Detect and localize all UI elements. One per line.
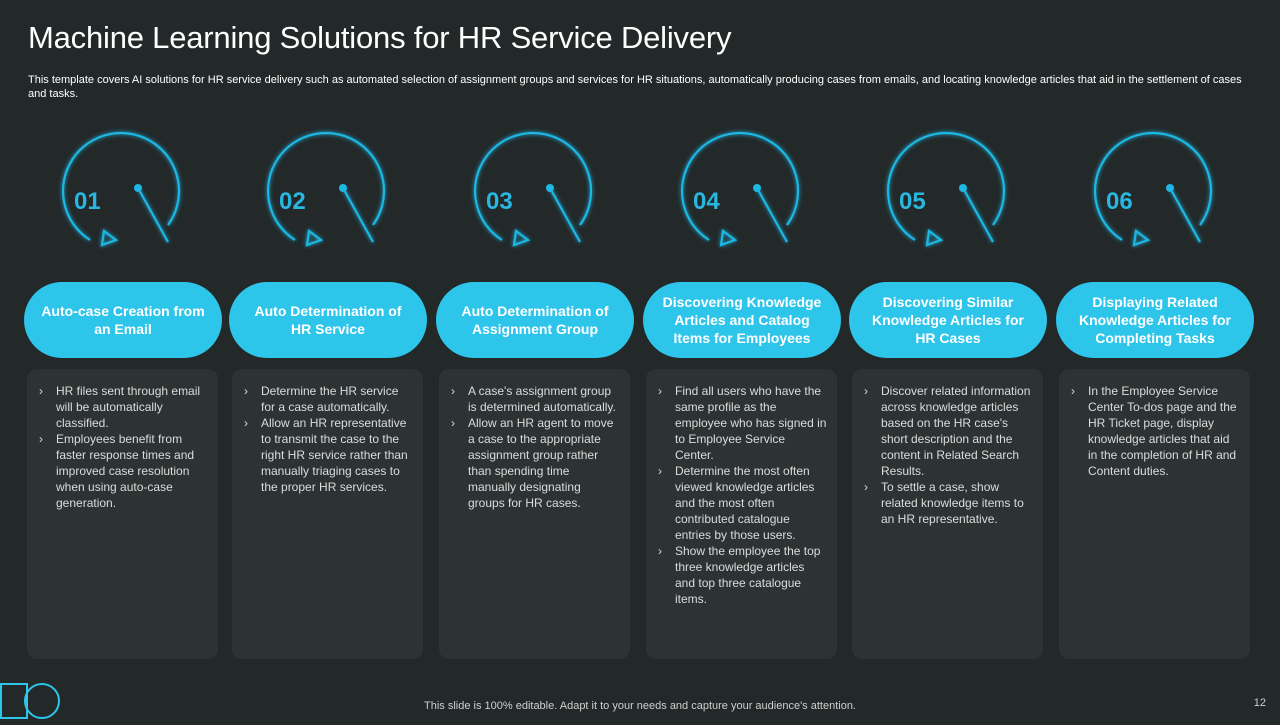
step-number: 04	[693, 188, 720, 215]
step-number: 06	[1106, 188, 1133, 215]
page-number: 12	[1253, 697, 1266, 709]
step-details-card: In the Employee Service Center To-dos pa…	[1059, 369, 1250, 659]
step-column: 06 Displaying Related Knowledge Articles…	[1056, 0, 1254, 720]
step-heading: Discovering Knowledge Articles and Catal…	[662, 294, 822, 346]
step-column: 04 Discovering Knowledge Articles and Ca…	[643, 0, 841, 720]
bullet-item: Discover related information across know…	[862, 383, 1033, 479]
step-details-card: Determine the HR service for a case auto…	[232, 369, 423, 659]
step-details-card: HR files sent through email will be auto…	[27, 369, 218, 659]
dial-graphic: 04	[665, 128, 805, 258]
bullet-list: HR files sent through email will be auto…	[37, 383, 208, 511]
step-details-card: Discover related information across know…	[852, 369, 1043, 659]
step-details-card: A case's assignment group is determined …	[439, 369, 630, 659]
dial-graphic: 01	[46, 128, 186, 258]
step-heading-pill: Auto Determination of HR Service	[229, 282, 427, 358]
dial-arrow-icon	[886, 131, 1006, 247]
dial-arrow-icon	[473, 131, 593, 247]
step-heading: Displaying Related Knowledge Articles fo…	[1079, 294, 1231, 346]
bullet-item: Allow an HR agent to move a case to the …	[449, 415, 620, 511]
bullet-item: HR files sent through email will be auto…	[37, 383, 208, 431]
dial-graphic: 02	[251, 128, 391, 258]
step-number: 02	[279, 188, 306, 215]
bullet-list: Determine the HR service for a case auto…	[242, 383, 413, 495]
dial-arrow-icon	[1093, 131, 1213, 247]
footer-note: This slide is 100% editable. Adapt it to…	[424, 700, 856, 712]
step-heading-pill: Displaying Related Knowledge Articles fo…	[1056, 282, 1254, 358]
step-heading-pill: Discovering Similar Knowledge Articles f…	[849, 282, 1047, 358]
bullet-list: Find all users who have the same profile…	[656, 383, 827, 607]
step-number: 03	[486, 188, 513, 215]
bullet-list: In the Employee Service Center To-dos pa…	[1069, 383, 1240, 479]
step-heading-pill: Auto Determination of Assignment Group	[436, 282, 634, 358]
bullet-list: Discover related information across know…	[862, 383, 1033, 527]
step-heading: Auto Determination of HR Service	[254, 303, 402, 337]
bullet-item: Employees benefit from faster response t…	[37, 431, 208, 511]
dial-arrow-icon	[61, 131, 181, 247]
dial-arrow-icon	[266, 131, 386, 247]
bullet-item: Show the employee the top three knowledg…	[656, 543, 827, 607]
bullet-item: In the Employee Service Center To-dos pa…	[1069, 383, 1240, 479]
step-heading: Auto Determination of Assignment Group	[461, 303, 609, 337]
step-column: 05 Discovering Similar Knowledge Article…	[849, 0, 1047, 720]
bullet-item: Allow an HR representative to transmit t…	[242, 415, 413, 495]
step-column: 03 Auto Determination of Assignment Grou…	[436, 0, 634, 720]
bullet-item: Determine the HR service for a case auto…	[242, 383, 413, 415]
slide-subtitle: This template covers AI solutions for HR…	[28, 74, 1242, 100]
dial-graphic: 06	[1078, 128, 1218, 258]
bullet-list: A case's assignment group is determined …	[449, 383, 620, 511]
slide-title: Machine Learning Solutions for HR Servic…	[28, 20, 732, 55]
step-heading: Auto-case Creation from an Email	[41, 303, 205, 337]
dial-graphic: 05	[871, 128, 1011, 258]
dial-graphic: 03	[458, 128, 598, 258]
brand-logo-icon	[0, 680, 64, 720]
step-details-card: Find all users who have the same profile…	[646, 369, 837, 659]
step-number: 01	[74, 188, 101, 215]
step-number: 05	[899, 188, 926, 215]
bullet-item: A case's assignment group is determined …	[449, 383, 620, 415]
bullet-item: To settle a case, show related knowledge…	[862, 479, 1033, 527]
step-heading: Discovering Similar Knowledge Articles f…	[872, 294, 1024, 346]
step-column: 01 Auto-case Creation from an Email HR f…	[24, 0, 222, 720]
bullet-item: Determine the most often viewed knowledg…	[656, 463, 827, 543]
bullet-item: Find all users who have the same profile…	[656, 383, 827, 463]
step-heading-pill: Auto-case Creation from an Email	[24, 282, 222, 358]
step-heading-pill: Discovering Knowledge Articles and Catal…	[643, 282, 841, 358]
step-column: 02 Auto Determination of HR Service Dete…	[229, 0, 427, 720]
dial-arrow-icon	[680, 131, 800, 247]
